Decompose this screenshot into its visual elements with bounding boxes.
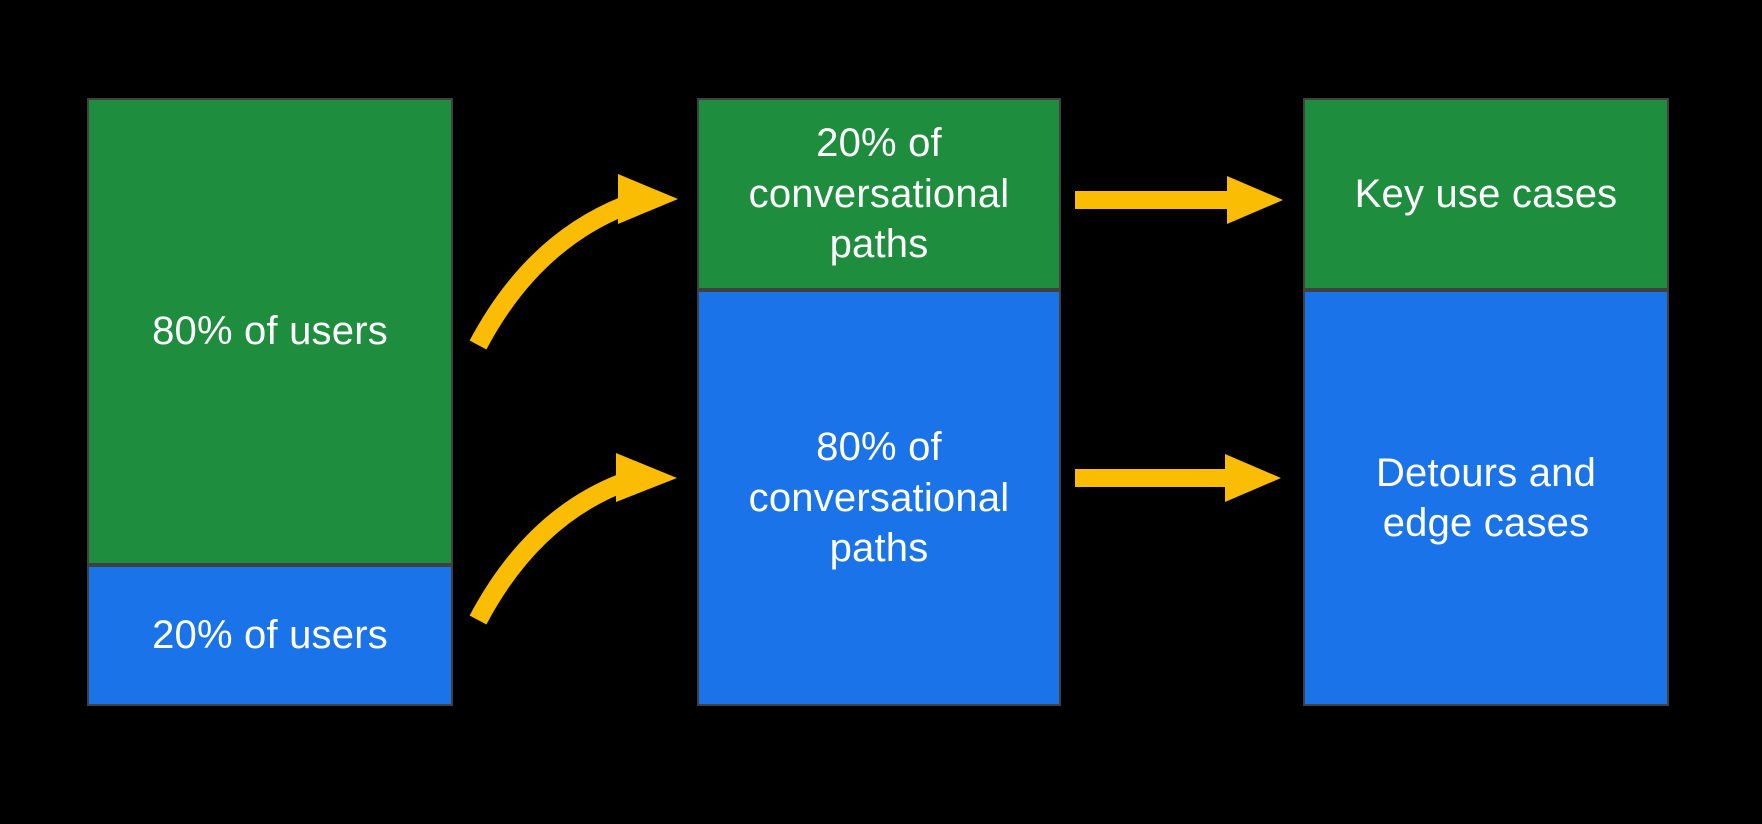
segment-paths-blue: 80% of conversational paths — [697, 290, 1061, 706]
label-paths-green: 20% of conversational paths — [748, 121, 1010, 267]
bar-outcomes: Key use cases Detours and edge cases — [1303, 98, 1669, 706]
bar-conversational-paths: 20% of conversational paths 80% of conve… — [697, 98, 1061, 706]
straight-arrow-paths-to-outcomes-top-icon — [1075, 176, 1283, 224]
label-outcomes-blue: Detours and edge cases — [1375, 450, 1597, 546]
segment-paths-green: 20% of conversational paths — [697, 98, 1061, 291]
segment-outcomes-blue: Detours and edge cases — [1303, 290, 1669, 706]
straight-arrow-paths-to-outcomes-bottom-icon — [1075, 454, 1281, 502]
segment-outcomes-green: Key use cases — [1303, 98, 1669, 291]
curved-arrow-users-to-paths-bottom-icon — [469, 453, 677, 625]
segment-users-green: 80% of users — [87, 98, 453, 565]
label-users-green: 80% of users — [152, 309, 388, 354]
segment-users-blue: 20% of users — [87, 564, 453, 706]
label-users-blue: 20% of users — [152, 613, 388, 658]
bar-users: 80% of users 20% of users — [87, 98, 453, 706]
label-paths-blue: 80% of conversational paths — [748, 425, 1010, 571]
curved-arrow-users-to-paths-top-icon — [469, 174, 678, 350]
label-outcomes-green: Key use cases — [1354, 171, 1618, 216]
